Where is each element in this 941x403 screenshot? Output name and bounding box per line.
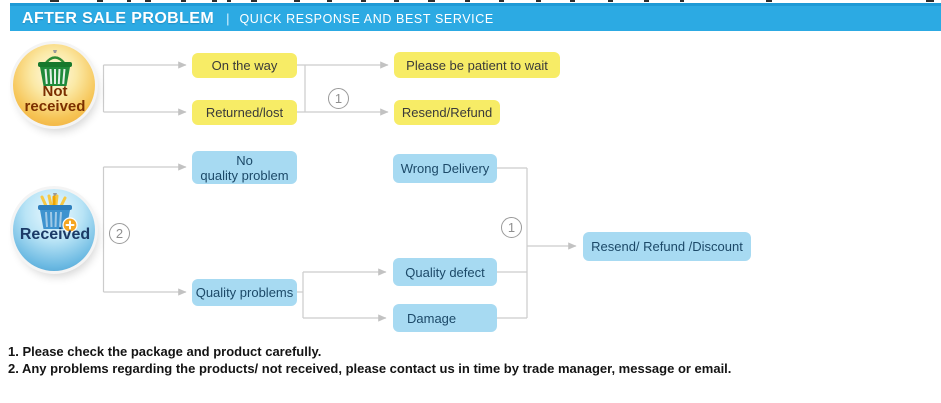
banner-separator: |: [226, 11, 230, 26]
flow-box-please-be-patient: Please be patient to wait: [394, 52, 560, 78]
flow-box-quality-defect: Quality defect: [393, 258, 497, 286]
section-banner: AFTER SALE PROBLEM | QUICK RESPONSE AND …: [10, 3, 941, 31]
green-shopping-basket-icon: [38, 50, 72, 86]
step-marker-1b: 1: [501, 217, 522, 238]
note-line-2: 2. Any problems regarding the products/ …: [8, 361, 732, 376]
flow-box-wrong-delivery: Wrong Delivery: [393, 154, 497, 183]
flow-box-resend-refund: Resend/Refund: [394, 100, 500, 125]
flow-box-no-quality-problem: No quality problem: [192, 151, 297, 184]
flow-box-returned-lost: Returned/lost: [192, 100, 297, 125]
banner-title: AFTER SALE PROBLEM: [22, 9, 215, 27]
note-line-1: 1. Please check the package and product …: [8, 344, 322, 359]
received-label: Received: [19, 226, 91, 243]
step-marker-1a: 1: [328, 88, 349, 109]
flow-box-on-the-way: On the way: [192, 53, 297, 78]
flow-box-quality-problems: Quality problems: [192, 279, 297, 306]
flow-box-damage: Damage: [393, 304, 497, 332]
flow-box-resend-refund-discount: Resend/ Refund /Discount: [583, 232, 751, 261]
banner-subtitle: QUICK RESPONSE AND BEST SERVICE: [239, 11, 494, 26]
step-marker-2: 2: [109, 223, 130, 244]
not-received-label: Not received: [24, 83, 86, 115]
blue-shopping-basket-icon: [38, 193, 78, 233]
